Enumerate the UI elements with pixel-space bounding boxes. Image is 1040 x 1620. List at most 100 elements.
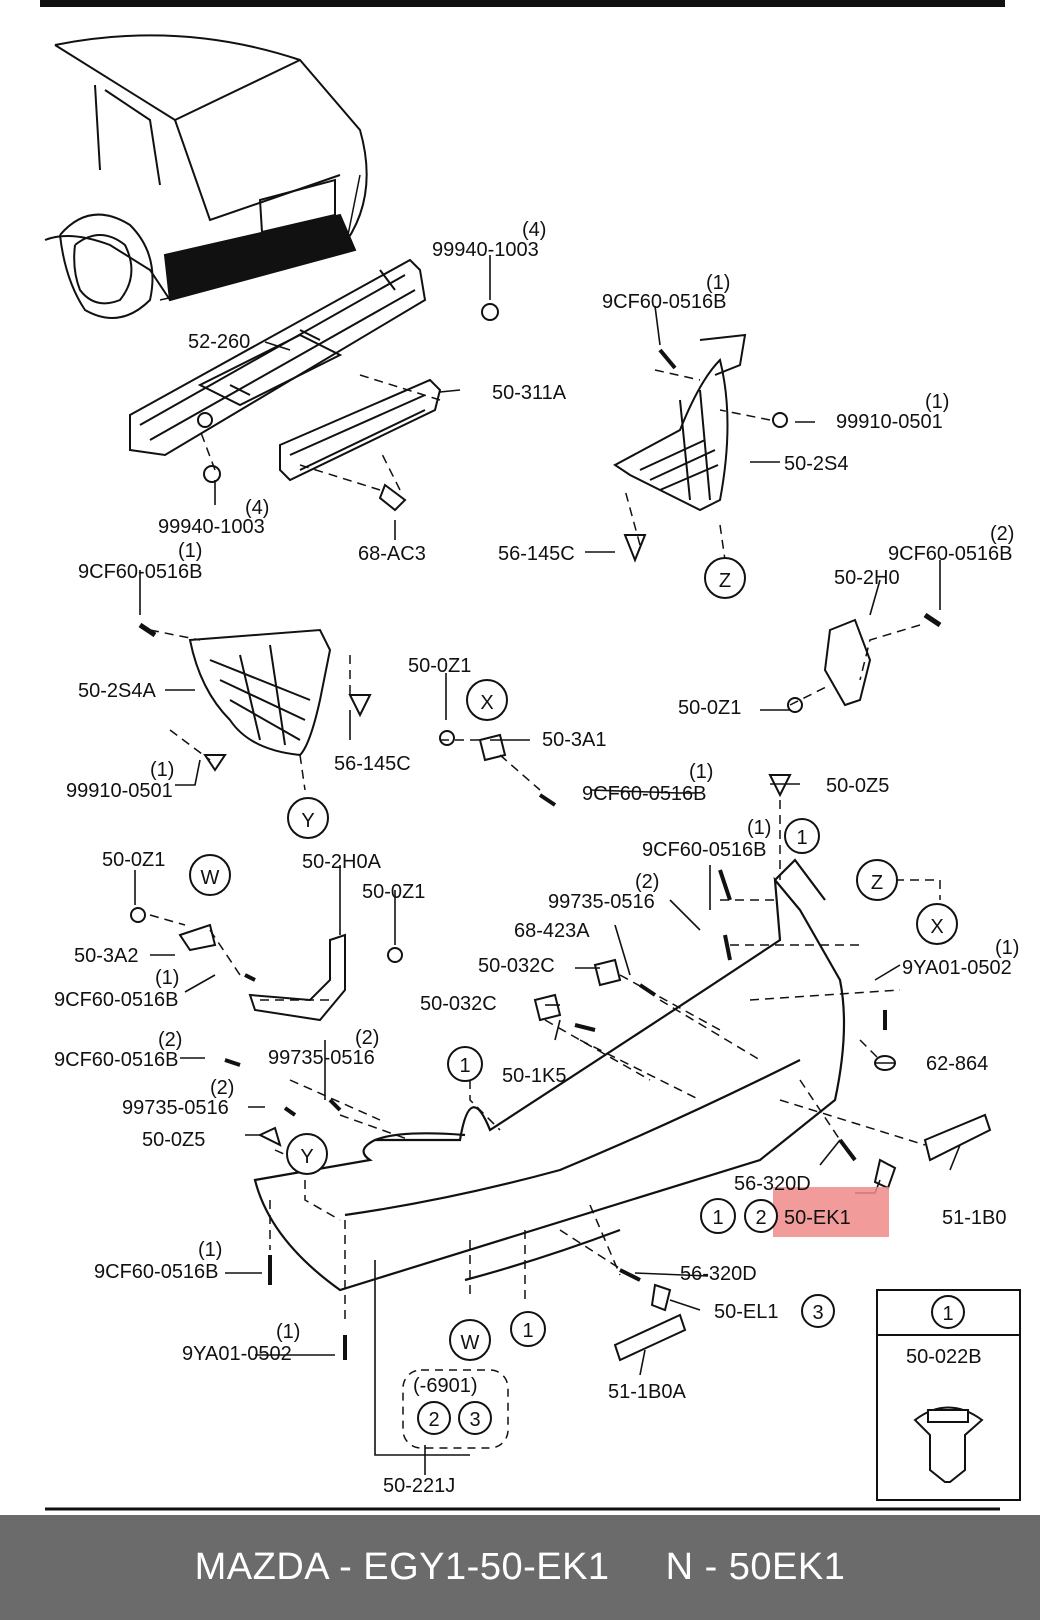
qty-label: (2) — [635, 871, 659, 893]
callout-y: Y — [301, 810, 314, 832]
part-label: 50-1K5 — [502, 1065, 567, 1087]
part-label: (-6901) — [413, 1375, 477, 1397]
part-label: 9CF60-0516B — [54, 989, 179, 1011]
part-label: 99735-0516 — [122, 1097, 229, 1119]
qty-label: (2) — [990, 523, 1014, 545]
part-label: 99940-1003 — [432, 239, 539, 261]
part-label: 9CF60-0516B — [642, 839, 767, 861]
callout-z: Z — [719, 570, 731, 592]
part-label: 51-1B0A — [608, 1381, 686, 1403]
part-label: 52-260 — [188, 331, 250, 353]
highlight-box — [773, 1187, 889, 1237]
callout-x: X — [930, 916, 943, 938]
callout-z: Z — [871, 872, 883, 894]
part-label: 56-320D — [734, 1173, 811, 1195]
footer-reference: N - 50EK1 — [665, 1546, 846, 1588]
callout-y: Y — [300, 1146, 313, 1168]
callout-one: 1 — [459, 1055, 470, 1077]
qty-label: (1) — [150, 759, 174, 781]
callout-three: 3 — [812, 1302, 823, 1324]
callout-one: 1 — [522, 1320, 533, 1342]
callout-two: 2 — [755, 1207, 766, 1229]
part-label: 50-2S4A — [78, 680, 156, 702]
qty-label: (4) — [245, 497, 269, 519]
qty-label: (1) — [155, 967, 179, 989]
inset-panel — [876, 1289, 1021, 1501]
dashed-leaders — [149, 369, 941, 1320]
part-label: 9CF60-0516B — [94, 1261, 219, 1283]
part-label: 62-864 — [926, 1053, 988, 1075]
qty-label: (1) — [747, 817, 771, 839]
part-label: 50-0Z1 — [362, 881, 425, 903]
callout-one: 1 — [712, 1207, 723, 1229]
part-label: 50-0Z1 — [102, 849, 165, 871]
reflector-right — [923, 1113, 992, 1162]
solid-leaders — [134, 255, 961, 1475]
part-label: 50-3A1 — [542, 729, 607, 751]
qty-label: (2) — [210, 1077, 234, 1099]
part-label: 99940-1003 — [158, 516, 265, 538]
qty-label: (2) — [355, 1027, 379, 1049]
part-label: 99735-0516 — [268, 1047, 375, 1069]
fender-liner-left — [188, 628, 332, 757]
callout-circles — [189, 557, 965, 1435]
qty-label: (1) — [995, 937, 1019, 959]
inset-part-label: 50-022B — [906, 1346, 982, 1368]
part-label: 50-032C — [420, 993, 497, 1015]
callout-w: W — [461, 1332, 480, 1354]
bumper-cover — [253, 858, 846, 1292]
qty-label: (1) — [925, 391, 949, 413]
qty-label: (1) — [276, 1321, 300, 1343]
part-label: 50-2H0A — [302, 851, 382, 873]
footer-bar: MAZDA - EGY1-50-EK1 N - 50EK1 — [0, 1515, 1040, 1620]
part-label: 68-423A — [514, 920, 590, 942]
callout-w: W — [201, 867, 220, 889]
part-label: 50-2H0 — [834, 567, 900, 589]
qty-label: (4) — [522, 219, 546, 241]
part-label: 50-EK1 — [784, 1207, 851, 1229]
part-label: 51-1B0 — [942, 1207, 1007, 1229]
callout-one: 1 — [796, 827, 807, 849]
parts-diagram: Z X Y W 1 Z X 1 Y 1 2 W 1 3 2 3 1 (4) 99… — [40, 0, 1021, 1511]
part-label: 50-0Z1 — [408, 655, 471, 677]
callout-one: 1 — [942, 1303, 953, 1325]
part-label: 50-3A2 — [74, 945, 139, 967]
part-label: 50-2S4 — [784, 453, 849, 475]
part-label: 9CF60-0516B — [602, 291, 727, 313]
bracket-left — [248, 933, 346, 1022]
callout-three: 3 — [469, 1409, 480, 1431]
part-label: 50-032C — [478, 955, 555, 977]
part-label: 50-311A — [492, 382, 567, 404]
qty-label: (1) — [198, 1239, 222, 1261]
qty-label: (1) — [689, 761, 713, 783]
part-label: 50-0Z5 — [142, 1129, 205, 1151]
part-label: 50-0Z1 — [678, 697, 741, 719]
part-label: 56-145C — [334, 753, 411, 775]
reflector-left — [613, 1313, 687, 1362]
part-label: 50-0Z5 — [826, 775, 889, 797]
callout-x: X — [480, 692, 493, 714]
callout-labels: Z X Y W 1 Z X 1 Y 1 2 W 1 3 2 3 1 — [201, 570, 954, 1431]
part-label: 50-221J — [383, 1475, 455, 1497]
reinforcement-beam — [129, 258, 427, 457]
fender-liner-right — [613, 333, 747, 512]
footer-part-number: MAZDA - EGY1-50-EK1 — [194, 1546, 610, 1588]
part-label: 9CF60-0516B — [888, 543, 1013, 565]
part-label: 9YA01-0502 — [182, 1343, 292, 1365]
callout-two: 2 — [428, 1409, 439, 1431]
part-label: 56-145C — [498, 543, 575, 565]
part-label: 68-AC3 — [358, 543, 426, 565]
bracket-right — [823, 618, 872, 707]
vehicle-outline — [44, 34, 368, 319]
variant-group-box — [402, 1369, 509, 1449]
part-label: 99910-0501 — [836, 411, 943, 433]
fastener-icons — [130, 303, 942, 1360]
part-labels: (4) 99940-1003 52-260 50-311A (4) 99940-… — [54, 219, 1019, 1497]
qty-label: (1) — [178, 540, 202, 562]
part-label: 9YA01-0502 — [902, 957, 1012, 979]
part-label: 99735-0516 — [548, 891, 655, 913]
part-label: 99910-0501 — [66, 780, 173, 802]
qty-label: (2) — [158, 1029, 182, 1051]
part-label: 9CF60-0516B — [78, 561, 203, 583]
part-label: 50-EL1 — [714, 1301, 779, 1323]
